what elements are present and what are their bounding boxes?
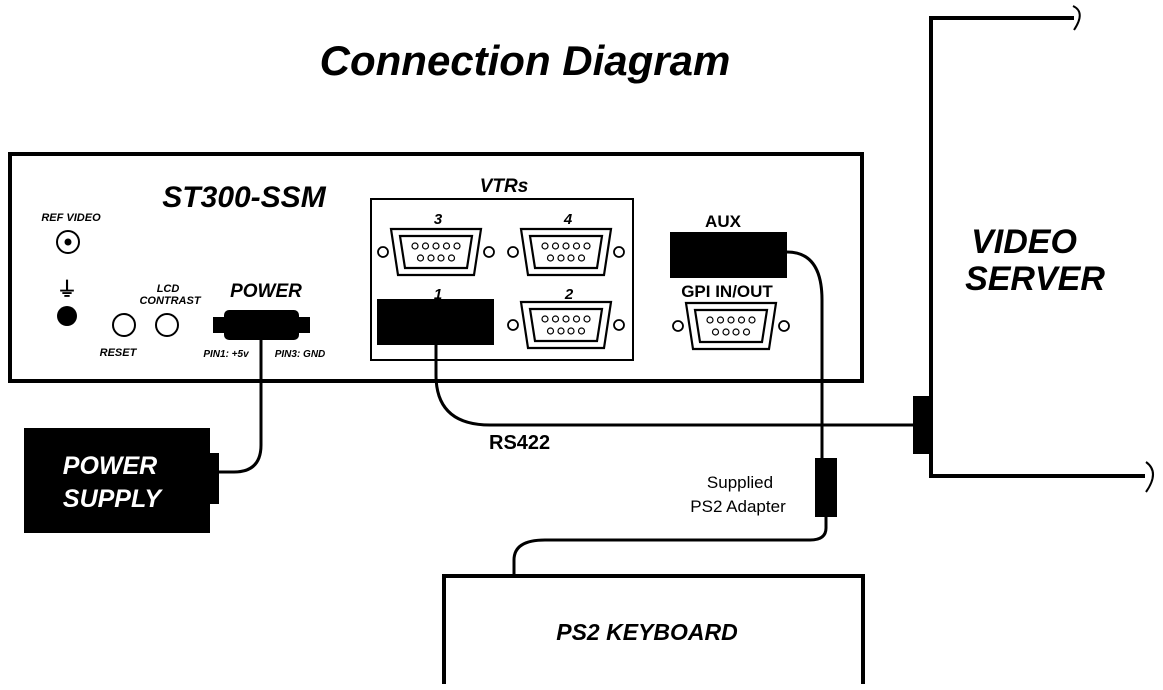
vtr-port-4-label: 4	[563, 211, 573, 228]
vtr-port-1-plug[interactable]	[377, 299, 494, 345]
vtr-port-2-label: 2	[564, 286, 574, 303]
vtr-port-3-label: 3	[434, 211, 443, 228]
diagram-title: Connection Diagram	[320, 37, 731, 84]
rs422-label: RS422	[489, 432, 550, 454]
device-name: ST300-SSM	[162, 181, 326, 214]
power-supply-label-2: SUPPLY	[63, 485, 163, 513]
reset-label: RESET	[100, 347, 138, 359]
pin3-label: PIN3: GND	[275, 349, 326, 360]
reset-button[interactable]	[112, 313, 136, 337]
power-supply-label-1: POWER	[63, 452, 157, 480]
ps2-adapter[interactable]	[815, 458, 837, 517]
vtrs-label: VTRs	[480, 176, 529, 197]
ref-video-label: REF VIDEO	[41, 212, 101, 224]
ground-icon: ⏚	[57, 278, 77, 301]
power-supply: POWER SUPPLY	[24, 428, 219, 533]
aux-label: AUX	[705, 212, 742, 231]
cables	[216, 250, 913, 576]
lcd-contrast-knob[interactable]	[155, 313, 179, 337]
rs422-cable	[434, 345, 913, 427]
lcd-label: LCD	[157, 283, 180, 295]
adapter-label-1: Supplied	[707, 473, 773, 492]
pin1-label: PIN1: +5v	[203, 349, 250, 360]
power-cable	[216, 340, 263, 474]
keyboard-outline	[442, 574, 865, 684]
vtr-port-2-connector[interactable]	[507, 300, 625, 350]
power-supply-plug[interactable]	[205, 453, 219, 504]
adapter-label-2: PS2 Adapter	[690, 497, 786, 516]
keyboard-cable	[512, 517, 828, 576]
gpi-label: GPI IN/OUT	[681, 282, 773, 301]
video-server-label-2: SERVER	[965, 260, 1105, 298]
ground-terminal	[57, 306, 77, 326]
video-server-break-bottom	[1145, 461, 1154, 493]
contrast-label: CONTRAST	[139, 295, 201, 307]
video-server: VIDEO SERVER	[913, 5, 1154, 493]
st300-ssm-device: ST300-SSM REF VIDEO ⏚ LCD CONTRAST RESET…	[8, 152, 864, 383]
power-connector[interactable]	[213, 310, 310, 340]
aux-port-plug[interactable]	[670, 232, 787, 278]
video-server-break-top	[1072, 5, 1081, 31]
video-server-rs422-plug[interactable]	[913, 396, 933, 454]
vtr-port-4-connector[interactable]	[507, 227, 625, 277]
vtr-port-1-label: 1	[434, 286, 442, 303]
power-supply-body	[24, 428, 210, 533]
video-server-outline	[929, 16, 1145, 478]
video-server-label-1: VIDEO	[971, 223, 1077, 261]
vtr-port-3-connector[interactable]	[377, 227, 495, 277]
aux-cable	[786, 250, 824, 459]
power-label: POWER	[230, 281, 302, 302]
ps2-keyboard: PS2 KEYBOARD	[442, 574, 865, 684]
ref-video-bnc-icon	[56, 230, 80, 254]
keyboard-label: PS2 KEYBOARD	[556, 619, 737, 645]
gpi-port-connector[interactable]	[672, 301, 790, 351]
